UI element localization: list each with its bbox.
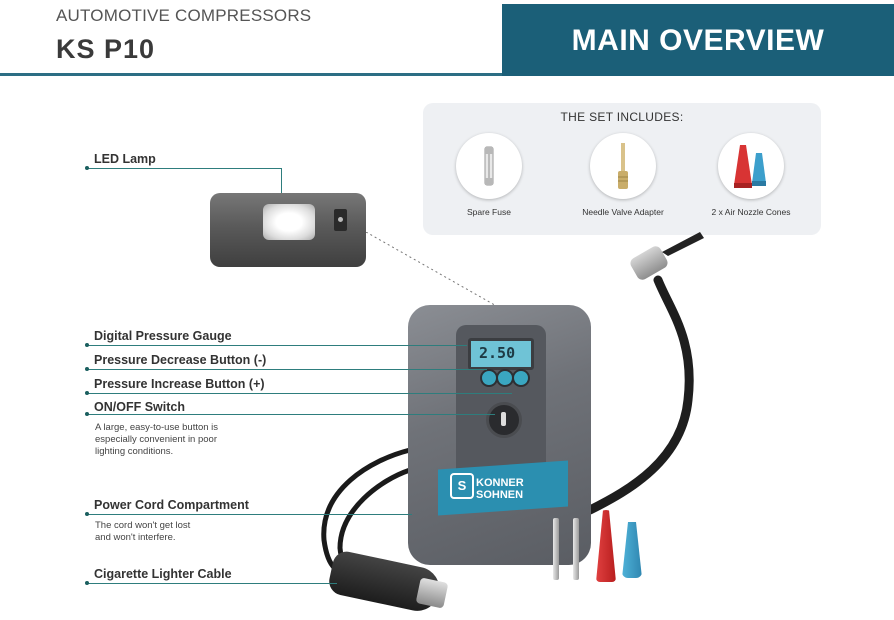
chuck-lever	[662, 232, 704, 256]
set-item-caption: 2 x Air Nozzle Cones	[711, 207, 791, 217]
set-item-caption: Needle Valve Adapter	[582, 207, 664, 217]
switch-note: A large, easy-to-use button is especiall…	[95, 422, 219, 457]
fuse-icon	[456, 133, 522, 199]
set-item-fuse: Spare Fuse	[439, 133, 539, 217]
leader-line-led-lamp-drop	[281, 168, 282, 194]
leader-line-cord-compartment	[85, 512, 412, 516]
leader-line-decrease	[85, 367, 487, 371]
set-includes-panel: THE SET INCLUDES: Spare Fuse Needle Valv…	[423, 103, 821, 235]
set-item-cones: 2 x Air Nozzle Cones	[701, 133, 801, 217]
brand-name: KONNER SOHNEN	[476, 477, 524, 501]
nozzle-cones-icon	[718, 133, 784, 199]
air-hose	[585, 275, 694, 515]
cord-note: The cord won't get lost and won't interf…	[95, 520, 191, 543]
led-light	[263, 204, 315, 240]
category-title: AUTOMOTIVE COMPRESSORS	[56, 6, 312, 25]
plug-tip	[415, 577, 449, 609]
increase-button[interactable]	[512, 369, 530, 387]
label-decrease: Pressure Decrease Button (-)	[94, 353, 267, 367]
model-title: KS P10	[56, 34, 156, 64]
label-cord-compartment: Power Cord Compartment	[94, 498, 249, 512]
overview-banner: MAIN OVERVIEW	[502, 4, 894, 76]
nozzle-cone-blue	[622, 522, 642, 578]
label-cable: Cigarette Lighter Cable	[94, 567, 232, 581]
needle-valve-1	[553, 518, 559, 580]
lamp-pointer-line	[366, 232, 501, 309]
pressure-display: 2.50	[468, 338, 534, 370]
leader-line-led-lamp	[85, 166, 282, 170]
header-underline	[0, 73, 512, 76]
set-includes-title: THE SET INCLUDES:	[560, 110, 684, 124]
leader-line-cable	[85, 581, 337, 585]
compressor-device: 2.50 S KONNER SOHNEN	[408, 305, 591, 565]
leader-line-gauge	[85, 343, 467, 347]
label-switch: ON/OFF Switch	[94, 400, 185, 414]
needle-valve-2	[573, 518, 579, 580]
leader-line-increase	[85, 391, 512, 395]
label-led-lamp: LED Lamp	[94, 152, 156, 166]
brand-line2: SOHNEN	[476, 489, 524, 501]
overview-banner-text: MAIN OVERVIEW	[571, 24, 825, 57]
label-gauge: Digital Pressure Gauge	[94, 329, 232, 343]
needle-valve-icon	[590, 133, 656, 199]
lamp-switch-icon	[334, 209, 347, 231]
led-lamp-closeup	[210, 193, 366, 267]
brand-line1: KONNER	[476, 477, 524, 489]
leader-line-switch	[85, 412, 495, 416]
brand-logo-icon: S	[450, 473, 474, 499]
set-item-needle: Needle Valve Adapter	[573, 133, 673, 217]
power-switch[interactable]	[486, 402, 522, 438]
label-increase: Pressure Increase Button (+)	[94, 377, 265, 391]
set-item-caption: Spare Fuse	[467, 207, 511, 217]
pressure-display-value: 2.50	[479, 344, 516, 362]
